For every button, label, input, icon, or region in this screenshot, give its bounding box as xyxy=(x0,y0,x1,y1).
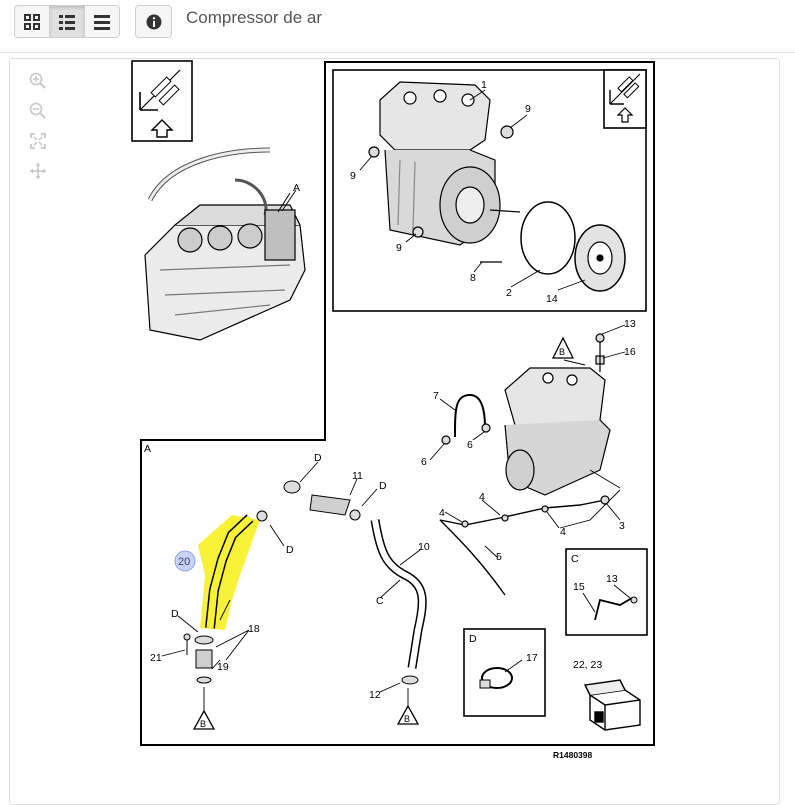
callout-7: 7 xyxy=(433,390,439,402)
label-a-box: A xyxy=(144,443,151,455)
callout-13a: 13 xyxy=(624,318,636,330)
callout-10: 10 xyxy=(418,541,430,553)
view-toolbar xyxy=(14,5,120,38)
callout-16: 16 xyxy=(624,346,636,358)
hose-fittings xyxy=(183,480,361,684)
assembly-frame xyxy=(140,61,655,746)
callout-11: 11 xyxy=(352,470,363,482)
detail-box-d xyxy=(463,628,546,717)
compressor-assembly-view xyxy=(439,333,611,596)
detail-box-c xyxy=(565,548,648,636)
callout-21: 21 xyxy=(150,652,162,664)
clamp-17 xyxy=(481,667,513,689)
callout-1: 1 xyxy=(481,79,487,91)
callout-20: 20 xyxy=(178,556,190,568)
bracket-15 xyxy=(594,597,633,621)
pan-icon xyxy=(30,163,46,179)
engine-block-illustration xyxy=(144,147,306,341)
zoom-controls xyxy=(22,66,54,186)
info-button[interactable] xyxy=(135,5,172,38)
callout-18: 18 xyxy=(248,623,260,635)
compact-list-view-icon xyxy=(94,14,110,30)
callout-6b: 6 xyxy=(467,439,473,451)
label-d-3: D xyxy=(286,544,294,556)
callout-4c: 4 xyxy=(560,526,566,538)
leader-lines xyxy=(161,89,631,713)
list-view-icon xyxy=(59,14,75,30)
callout-14: 14 xyxy=(546,293,558,305)
label-d-4: D xyxy=(171,608,179,620)
label-b-left: B xyxy=(200,719,206,729)
label-a-top: A xyxy=(293,182,300,194)
callout-4a: 4 xyxy=(479,491,485,503)
view-mode-group xyxy=(14,5,120,38)
callout-2: 2 xyxy=(506,287,512,299)
zoom-in-button[interactable] xyxy=(22,66,54,96)
header-divider xyxy=(0,52,795,53)
label-b-top: B xyxy=(559,347,565,357)
page-title: Compressor de ar xyxy=(186,8,323,27)
fit-screen-button[interactable] xyxy=(22,126,54,156)
label-c-pipe: C xyxy=(376,595,384,607)
letter-labels: A A C C D D D D D xyxy=(144,182,579,645)
compressor-detail-frame xyxy=(332,69,647,312)
label-d-box: D xyxy=(469,633,477,645)
pan-button[interactable] xyxy=(22,156,54,186)
callout-15: 15 xyxy=(573,581,585,593)
label-b-mid: B xyxy=(404,714,410,724)
fit-screen-icon xyxy=(30,133,46,149)
callout-5: 5 xyxy=(496,551,502,563)
callout-6a: 6 xyxy=(421,456,427,468)
triangle-b-left: B xyxy=(192,709,216,730)
callout-22-23: 22, 23 xyxy=(573,659,602,671)
list-view-button[interactable] xyxy=(50,6,85,37)
orientation-icon-right xyxy=(603,69,647,129)
grid-view-icon xyxy=(24,13,40,30)
callout-9a: 9 xyxy=(525,103,531,115)
orientation-icon-left xyxy=(131,60,193,142)
grid-view-button[interactable] xyxy=(15,6,50,37)
triangle-b-top: B xyxy=(551,336,575,359)
kit-box-icon xyxy=(583,679,641,731)
label-c-box: C xyxy=(571,553,579,565)
zoom-out-button[interactable] xyxy=(22,96,54,126)
info-icon xyxy=(146,14,161,29)
callout-20-marker[interactable]: 20 xyxy=(174,550,196,572)
zoom-in-icon xyxy=(29,72,46,89)
pipe-c-illustration xyxy=(370,519,427,685)
callout-19: 19 xyxy=(217,661,229,673)
compact-list-view-button[interactable] xyxy=(85,6,119,37)
label-d-1: D xyxy=(314,452,322,464)
callout-3: 3 xyxy=(619,520,625,532)
zoom-out-icon xyxy=(29,102,46,119)
callout-9c: 9 xyxy=(396,242,402,254)
triangle-b-mid: B xyxy=(396,704,420,725)
callout-17: 17 xyxy=(526,652,538,664)
callout-9b: 9 xyxy=(350,170,356,182)
callout-12: 12 xyxy=(369,689,381,701)
callout-labels: 1 9 9 9 8 2 14 13 16 7 6 6 4 4 4 3 5 10 … xyxy=(150,79,636,701)
callout-4b: 4 xyxy=(439,507,445,519)
compressor-exploded-view xyxy=(368,81,626,292)
callout-8: 8 xyxy=(470,272,476,284)
hose-20-highlighted xyxy=(198,510,268,630)
reference-number: R1480398 xyxy=(553,750,593,760)
callout-13b: 13 xyxy=(606,573,618,585)
label-d-2: D xyxy=(379,480,387,492)
